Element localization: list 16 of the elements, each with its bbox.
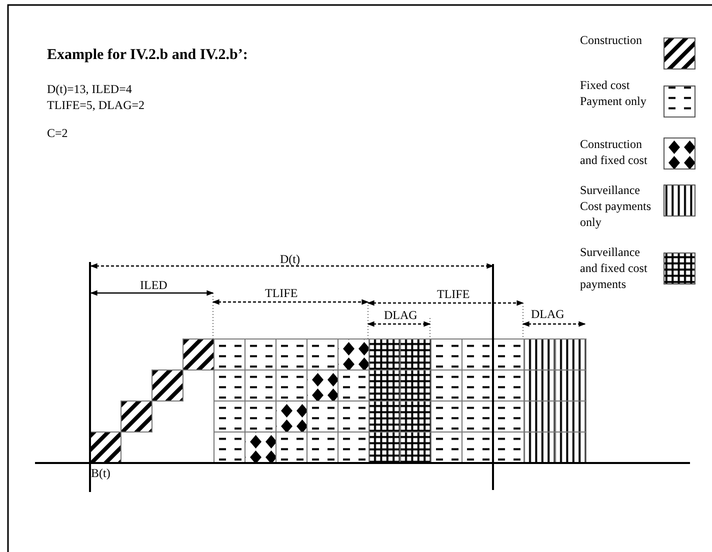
dimension-label: DLAG [531, 307, 564, 322]
dimension-label: TLIFE [437, 287, 470, 302]
dimension-label: ILED [140, 278, 168, 293]
parameter-text: C=2 [47, 126, 68, 141]
legend-text: Construction [580, 32, 643, 48]
title: Example for IV.2.b and IV.2.b’: [47, 48, 248, 63]
legend-text: Fixed cost Payment only [580, 77, 648, 109]
legend-text: Surveillance and fixed cost payments [580, 244, 648, 292]
legend-text: Construction and fixed cost [580, 136, 648, 168]
dimension-label: B(t) [91, 466, 110, 481]
parameter-text: TLIFE=5, DLAG=2 [47, 98, 145, 113]
parameter-text: D(t)=13, ILED=4 [47, 82, 132, 97]
dimension-label: TLIFE [265, 286, 298, 301]
dimension-label: D(t) [280, 252, 300, 267]
dimension-label: DLAG [384, 308, 418, 323]
legend-text: Surveillance Cost payments only [580, 182, 652, 230]
